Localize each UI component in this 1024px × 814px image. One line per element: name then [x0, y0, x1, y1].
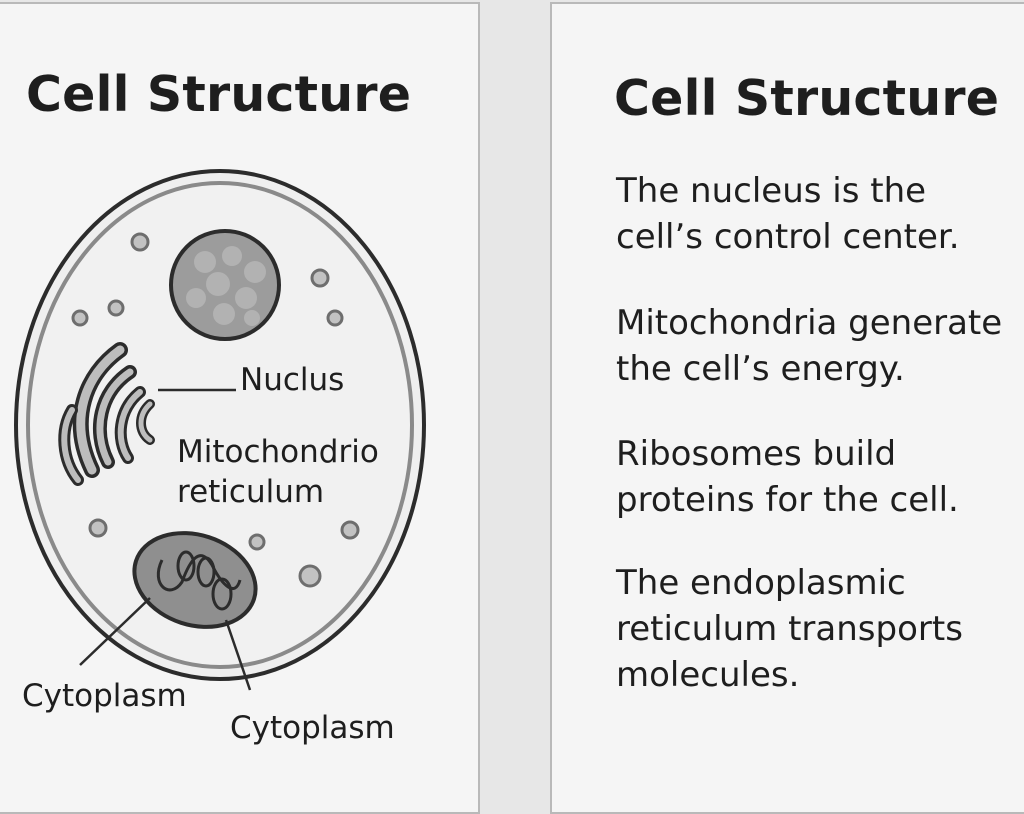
fact-line: Ribosomes build [616, 434, 897, 474]
cytoplasm-label-left: Cytoplasm [22, 678, 187, 714]
diagram-title: Cell Structure [26, 66, 412, 123]
fact-line: the cell’s energy. [616, 349, 905, 389]
fact-line: The endoplasmic [616, 563, 906, 603]
mitochondria-label-line1: Mitochondrio [177, 434, 379, 470]
fact-line: Mitochondria generate [616, 303, 1003, 343]
nucleus-label: Nuclus [240, 362, 345, 398]
fact-line: proteins for the cell. [616, 480, 959, 520]
fact-ribosomes: Ribosomes build proteins for the cell. [616, 431, 1016, 523]
cell-membrane-inner [26, 181, 414, 669]
facts-card: Cell Structure The nucleus is the cell’s… [550, 2, 1024, 814]
fact-mitochondria: Mitochondria generate the cell’s energy. [616, 300, 1016, 392]
cytoplasm-bottom-pointer-line [224, 619, 252, 691]
reticulum-organelle [58, 342, 155, 486]
fact-line: The nucleus is the [616, 171, 927, 211]
ribosome-dots [71, 232, 360, 588]
fact-endoplasmic-reticulum: The endoplasmic reticulum transports mol… [616, 560, 1016, 698]
fact-nucleus: The nucleus is the cell’s control center… [616, 168, 1016, 260]
cytoplasm-label-bottom: Cytoplasm [230, 710, 395, 746]
cell-diagram [14, 169, 426, 691]
cytoplasm-left-pointer-line [79, 597, 151, 666]
nucleus-organelle [169, 229, 281, 341]
mitochondria-label-line2: reticulum [177, 474, 325, 510]
fact-line: cell’s control center. [616, 217, 960, 257]
facts-title: Cell Structure [614, 70, 1000, 127]
fact-line: molecules. [616, 655, 800, 695]
fact-line: reticulum transports [616, 609, 963, 649]
mitochondrion-organelle [132, 531, 258, 629]
